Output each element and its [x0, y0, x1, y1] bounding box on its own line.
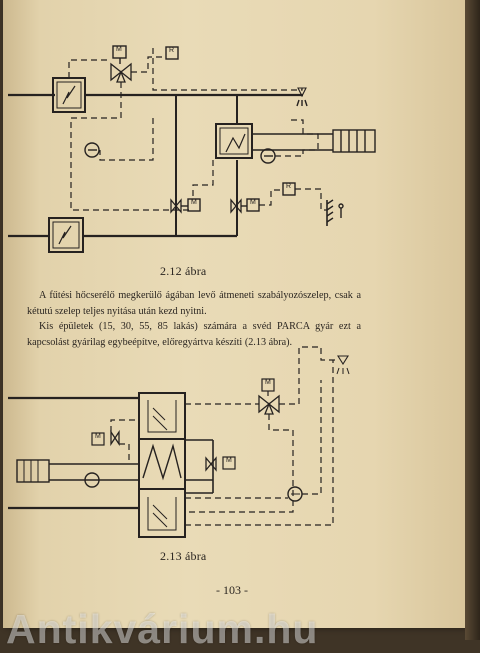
fig1-valve-actuator-label-2: M: [191, 199, 197, 206]
watermark: Antikvárium.hu: [6, 606, 319, 652]
book-edge: [465, 0, 480, 640]
fig1-valve-actuator-label-3: M: [250, 199, 256, 206]
fig2-valve-actuator-label-3: M: [226, 457, 232, 464]
figure-2-12-diagram: [8, 45, 376, 538]
fig1-valve-actuator-label: M: [116, 46, 122, 53]
figure-2-12-caption: 2.12 ábra: [160, 264, 207, 278]
body-text: A fűtési hőcserélő megkerülő ágában levő…: [27, 288, 361, 350]
book-page: M R M M R M M M 2.12 ábra A fűtési hőcse…: [3, 0, 465, 628]
fig2-valve-actuator-label-2: M: [95, 433, 101, 440]
figure-2-13-caption: 2.13 ábra: [160, 549, 207, 563]
fig1-controller-label-top: R: [169, 47, 175, 54]
paragraph-2: Kis épületek (15, 30, 55, 85 lakás) szám…: [27, 321, 361, 348]
page-number: - 103 -: [216, 583, 248, 597]
fig1-controller-label-bottom: R: [286, 183, 292, 190]
paragraph-1: A fűtési hőcserélő megkerülő ágában levő…: [27, 290, 361, 317]
fig2-valve-actuator-label-1: M: [265, 379, 271, 386]
